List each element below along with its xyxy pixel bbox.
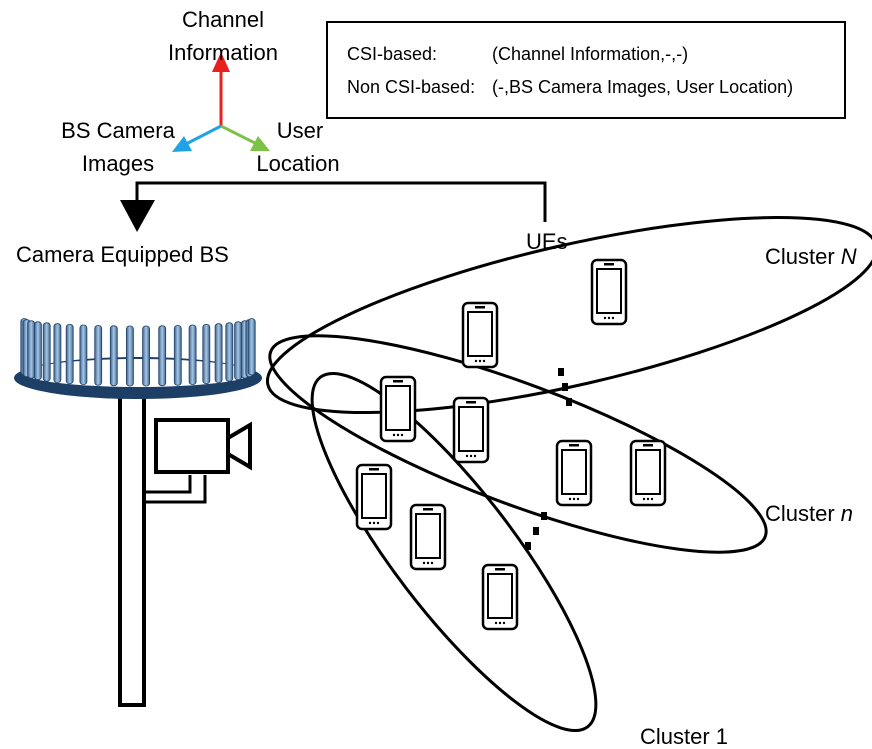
antenna-element	[173, 325, 182, 386]
ellipsis-dots	[525, 368, 572, 550]
antenna-element	[202, 323, 211, 384]
feedback-connector	[120, 181, 547, 232]
antenna-element	[109, 325, 118, 387]
axis-right-line1: User	[277, 118, 323, 143]
axis-triad	[172, 52, 270, 152]
axis-left-line1: BS Camera	[61, 118, 175, 143]
antenna-element	[42, 322, 51, 382]
antenna-element	[214, 323, 223, 383]
blue-arrowhead-icon	[172, 136, 192, 152]
smartphone-icon	[555, 439, 593, 507]
cluster-N-label: Cluster N	[765, 244, 857, 269]
axis-top-line2: Information	[168, 40, 278, 65]
legend-csi-label: CSI-based:	[347, 44, 437, 64]
smartphone-icon	[590, 258, 628, 326]
antenna-element	[188, 324, 197, 385]
smartphone-icon	[461, 301, 499, 369]
antenna-element	[234, 321, 243, 381]
smartphone-icon	[409, 503, 447, 571]
cluster-n-ellipse	[268, 334, 768, 554]
antenna-element	[142, 325, 151, 387]
antenna-element	[27, 320, 36, 379]
red-arrowhead-icon	[212, 52, 230, 72]
antenna-element	[158, 325, 167, 387]
smartphone-icon	[629, 439, 667, 507]
cluster-n-label: Cluster n	[765, 501, 853, 526]
antenna-ring-icon	[14, 318, 262, 399]
axis-top-line1: Channel	[182, 7, 264, 32]
antenna-element	[53, 323, 62, 383]
camera-icon	[154, 418, 252, 474]
legend-csi-value: (Channel Information,-,-)	[492, 44, 688, 64]
smartphone-icon	[481, 563, 519, 631]
smartphone-icon	[379, 375, 417, 443]
smartphone-icon	[452, 396, 490, 464]
cluster-N-ellipse	[265, 215, 872, 415]
user-equipments	[355, 258, 667, 631]
antenna-element	[247, 318, 256, 376]
antenna-element	[225, 322, 234, 382]
bs-label: Camera Equipped BS	[16, 242, 229, 267]
down-arrowhead-icon	[120, 200, 155, 232]
bs-pole	[118, 378, 207, 707]
antenna-element	[126, 325, 134, 387]
antenna-element	[94, 325, 103, 386]
cluster-1-label: Cluster 1	[640, 724, 728, 749]
antenna-element	[79, 324, 88, 385]
legend-noncsi-value: (-,BS Camera Images, User Location)	[492, 77, 793, 97]
axis-left-line2: Images	[82, 151, 154, 176]
cluster-ellipses	[265, 215, 872, 733]
smartphone-icon	[355, 463, 393, 531]
legend-box	[326, 21, 846, 119]
green-arrowhead-icon	[250, 136, 270, 151]
antenna-element	[34, 321, 42, 381]
antenna-element	[65, 323, 74, 384]
legend-noncsi-label: Non CSI-based:	[347, 77, 475, 97]
cluster-1-ellipse	[310, 371, 598, 733]
axis-right-line2: Location	[256, 151, 339, 176]
